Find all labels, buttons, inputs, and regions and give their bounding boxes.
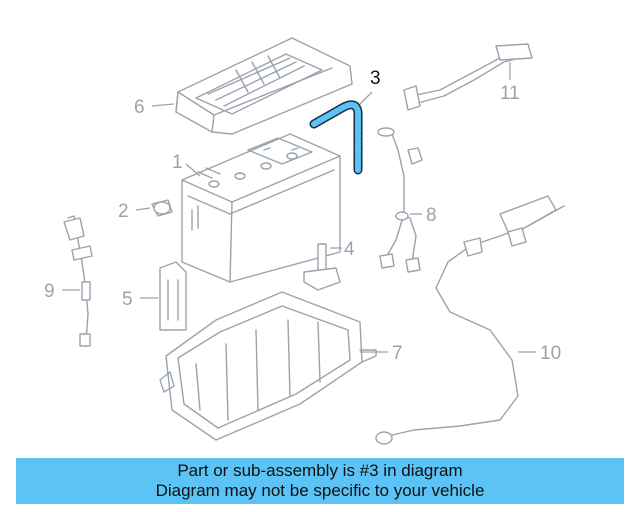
callout-1: 1 <box>172 152 183 173</box>
part-3-vent-hose <box>309 100 363 175</box>
part-1-battery <box>181 133 341 283</box>
part-6-battery-cover <box>175 37 353 135</box>
part-2-plug <box>151 199 173 217</box>
callout-9: 9 <box>44 281 55 302</box>
info-banner: Part or sub-assembly is #3 in diagram Di… <box>16 458 624 504</box>
part-7-battery-tray <box>159 291 377 441</box>
callout-7: 7 <box>392 343 403 364</box>
part-11-ground-strap <box>403 43 533 111</box>
parts-diagram: 1 2 3 4 5 6 7 8 9 10 11 <box>44 37 565 445</box>
part-5-clamp <box>159 261 187 331</box>
callout-8: 8 <box>426 205 437 226</box>
callout-3: 3 <box>370 68 381 89</box>
callout-6: 6 <box>134 97 145 118</box>
callout-10: 10 <box>540 343 561 364</box>
part-8-sensor-harness <box>377 127 423 273</box>
callout-4: 4 <box>344 239 355 260</box>
leader-lines <box>62 62 536 353</box>
callout-2: 2 <box>118 201 129 222</box>
part-9-negative-cable <box>63 215 93 347</box>
part-10-positive-cable <box>375 195 565 445</box>
callout-11: 11 <box>500 83 520 104</box>
banner-line-1: Part or sub-assembly is #3 in diagram <box>177 461 463 480</box>
callout-5: 5 <box>122 289 133 310</box>
part-4-bracket <box>303 243 341 291</box>
banner-line-2: Diagram may not be specific to your vehi… <box>155 481 485 500</box>
